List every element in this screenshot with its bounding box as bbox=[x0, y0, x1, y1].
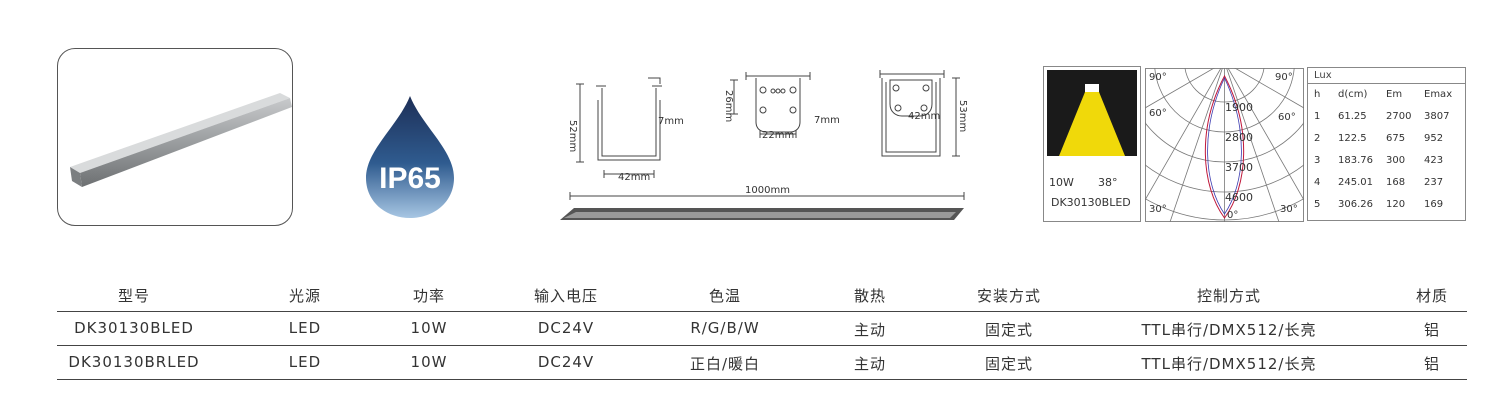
top-inner-dim: 7mm bbox=[814, 115, 840, 126]
lux-cell: 183.76 bbox=[1338, 155, 1373, 166]
lux-cell: 122.5 bbox=[1338, 133, 1367, 144]
spec-divider bbox=[57, 379, 1467, 380]
spec-table: 型号 光源 功率 输入电压 色温 散热 安装方式 控制方式 材质 DK30130… bbox=[57, 278, 1467, 380]
spec-divider bbox=[57, 345, 1467, 346]
polar-angle-label: 90° bbox=[1275, 72, 1293, 83]
spec-cell: LED bbox=[288, 319, 322, 337]
spec-cell: 主动 bbox=[853, 355, 887, 373]
spec-cell: TTL串行/DMX512/长亮 bbox=[1141, 355, 1317, 373]
spec-cell: R/G/B/W bbox=[690, 319, 760, 337]
lux-header-row: h d(cm) Em Emax bbox=[1308, 85, 1465, 105]
lux-cell: 3 bbox=[1314, 155, 1321, 166]
spec-header-cell: 光源 bbox=[288, 287, 322, 305]
spec-cell: 10W bbox=[410, 319, 448, 337]
polar-angle-label: 0° bbox=[1227, 210, 1238, 221]
polar-angle-label: 30° bbox=[1280, 204, 1298, 215]
spec-cell: LED bbox=[288, 353, 322, 371]
spec-header-cell: 色温 bbox=[708, 287, 742, 305]
dimension-drawings: 52mm 7mm 42mm 26mm 22mm 7mm 42mm 53mm bbox=[560, 62, 980, 232]
polar-angle-label: 90° bbox=[1149, 72, 1167, 83]
spec-cell: 正白/暖白 bbox=[689, 355, 761, 373]
lux-cell: 2 bbox=[1314, 133, 1321, 144]
spec-row: DK30130BLED LED 10W DC24V R/G/B/W 主动 固定式… bbox=[57, 312, 1467, 344]
beam-power: 10W bbox=[1049, 176, 1074, 189]
spec-cell: DC24V bbox=[537, 353, 595, 371]
spec-row: DK30130BRLED LED 10W DC24V 正白/暖白 主动 固定式 … bbox=[57, 346, 1467, 378]
side-width-dim: 42mm bbox=[618, 172, 650, 183]
spec-cell: 固定式 bbox=[984, 321, 1034, 339]
spec-header-cell: 输入电压 bbox=[533, 287, 599, 305]
side-height-dim: 52mm bbox=[567, 120, 578, 152]
lux-cell: 168 bbox=[1386, 177, 1406, 188]
top-width-dim: 22mm bbox=[762, 130, 794, 141]
spec-cell: 10W bbox=[410, 353, 448, 371]
lux-title: Lux bbox=[1314, 70, 1332, 81]
polar-angle-label: 30° bbox=[1149, 204, 1167, 215]
polar-distribution-chart: 90° 90° 60° 60° 30° 30° 0° 1900 2800 370… bbox=[1066, 0, 1383, 223]
polar-ring-label: 2800 bbox=[1225, 131, 1253, 144]
lux-table: Lux h d(cm) Em Emax 1 61.25 2700 3807 2 … bbox=[1307, 67, 1466, 221]
lux-cell: 61.25 bbox=[1338, 111, 1367, 122]
lux-cell: 423 bbox=[1424, 155, 1444, 166]
spec-cell: DK30130BRLED bbox=[68, 353, 200, 371]
lux-cell: 1 bbox=[1314, 111, 1321, 122]
length-dim: 1000mm bbox=[745, 185, 790, 196]
lux-row: 5 306.26 120 169 bbox=[1308, 195, 1465, 215]
end-inner-dim: 42mm bbox=[908, 111, 940, 122]
spec-cell: DK30130BLED bbox=[74, 319, 194, 337]
lux-cell: 952 bbox=[1424, 133, 1444, 144]
spec-cell: 铝 bbox=[1423, 355, 1441, 373]
lux-cell: 169 bbox=[1424, 199, 1444, 210]
spec-cell: DC24V bbox=[537, 319, 595, 337]
light-bar-image bbox=[70, 93, 292, 187]
lux-row: 2 122.5 675 952 bbox=[1308, 129, 1465, 149]
lux-cell: 120 bbox=[1386, 199, 1406, 210]
spec-header-cell: 安装方式 bbox=[976, 287, 1042, 305]
lux-header-cell: h bbox=[1314, 89, 1321, 100]
lux-cell: 300 bbox=[1386, 155, 1406, 166]
spec-header-cell: 材质 bbox=[1415, 287, 1449, 305]
lux-cell: 675 bbox=[1386, 133, 1406, 144]
polar-ring-label: 1900 bbox=[1225, 101, 1253, 114]
lux-cell: 4 bbox=[1314, 177, 1321, 188]
side-inner-dim: 7mm bbox=[658, 116, 684, 127]
end-height-dim: 53mm bbox=[957, 100, 968, 132]
spec-header-cell: 功率 bbox=[412, 287, 446, 305]
spec-header-cell: 控制方式 bbox=[1196, 287, 1262, 305]
spec-cell: 铝 bbox=[1423, 321, 1441, 339]
spec-cell: 固定式 bbox=[984, 355, 1034, 373]
polar-angle-label: 60° bbox=[1149, 108, 1167, 119]
lux-row: 1 61.25 2700 3807 bbox=[1308, 107, 1465, 127]
spec-cell: TTL串行/DMX512/长亮 bbox=[1141, 321, 1317, 339]
beam-model: DK30130BLED bbox=[1051, 196, 1131, 209]
ip65-label: IP65 bbox=[379, 162, 441, 195]
polar-ring-label: 4600 bbox=[1225, 191, 1253, 204]
lux-header-cell: Emax bbox=[1424, 89, 1453, 100]
beam-angle-image bbox=[1047, 70, 1137, 156]
lux-cell: 5 bbox=[1314, 199, 1321, 210]
polar-angle-label: 60° bbox=[1278, 112, 1296, 123]
spec-header-cell: 散热 bbox=[853, 287, 887, 305]
lux-cell: 245.01 bbox=[1338, 177, 1373, 188]
polar-ring-label: 3700 bbox=[1225, 161, 1253, 174]
lux-cell: 3807 bbox=[1424, 111, 1450, 122]
lux-row: 4 245.01 168 237 bbox=[1308, 173, 1465, 193]
lux-cell: 2700 bbox=[1386, 111, 1412, 122]
spec-cell: 主动 bbox=[853, 321, 887, 339]
beam-angle: 38° bbox=[1098, 176, 1118, 189]
lux-cell: 237 bbox=[1424, 177, 1444, 188]
ip65-drop-icon: IP65 bbox=[360, 92, 460, 220]
spec-header-row: 型号 光源 功率 输入电压 色温 散热 安装方式 控制方式 材质 bbox=[57, 278, 1467, 310]
product-photo-frame bbox=[57, 48, 293, 226]
lux-row: 3 183.76 300 423 bbox=[1308, 151, 1465, 171]
lux-cell: 306.26 bbox=[1338, 199, 1373, 210]
lux-header-cell: d(cm) bbox=[1338, 89, 1368, 100]
lux-divider bbox=[1308, 83, 1465, 84]
spec-header-cell: 型号 bbox=[117, 287, 151, 305]
top-height-dim: 26mm bbox=[723, 90, 734, 122]
lux-header-cell: Em bbox=[1386, 89, 1403, 100]
spec-divider bbox=[57, 311, 1467, 312]
